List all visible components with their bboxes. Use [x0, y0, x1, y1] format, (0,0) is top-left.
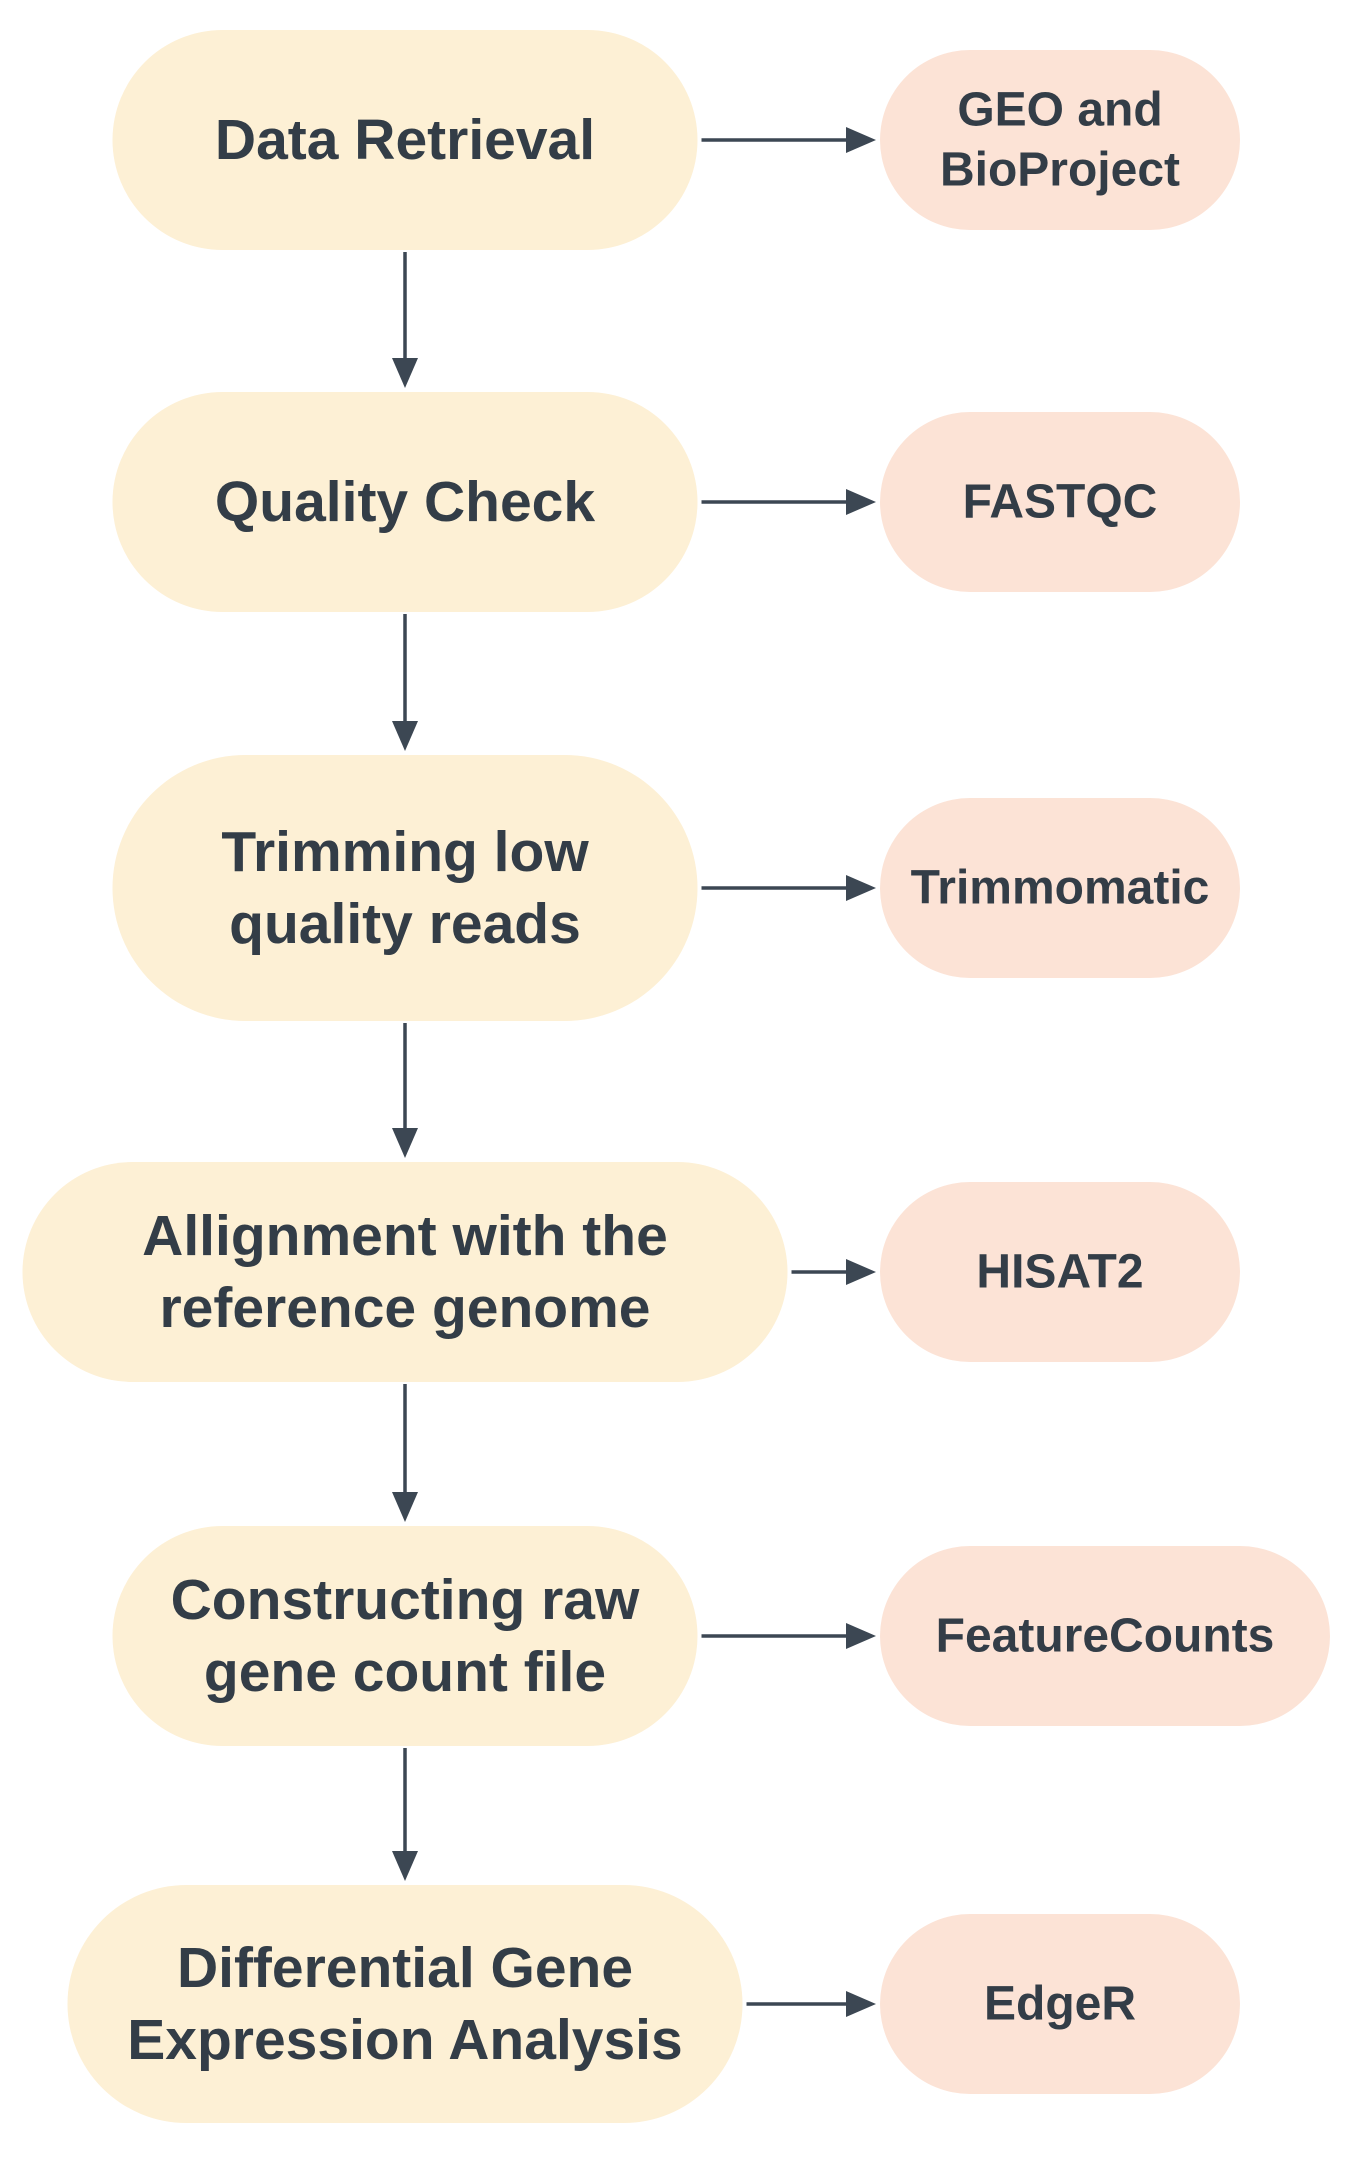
- tool-node: [880, 798, 1240, 978]
- tool-label-line: Trimmomatic: [911, 862, 1210, 915]
- tool-label-line: GEO and: [957, 84, 1162, 137]
- step-label-line: Data Retrieval: [215, 108, 595, 172]
- step-node: [67, 1885, 743, 2123]
- tool-label: FeatureCounts: [936, 1610, 1275, 1663]
- tool-arrowhead-icon: [846, 127, 876, 153]
- step-node: [112, 1526, 698, 1746]
- step-label-line: Differential Gene: [177, 1936, 633, 2000]
- step-label: Constructing raw gene count file: [171, 1568, 640, 1704]
- step-label-line: Trimming low: [221, 820, 589, 884]
- tool-label-line: FeatureCounts: [936, 1610, 1275, 1663]
- tool-node: [880, 1546, 1330, 1726]
- step-label: Allignment with the reference genome: [142, 1204, 668, 1340]
- flow-arrowhead-icon: [392, 1128, 418, 1158]
- pipeline-step: Constructing raw gene count file FeatureCo…: [112, 1526, 1330, 1746]
- step-node: [22, 1162, 788, 1382]
- tool-node: [880, 1914, 1240, 2094]
- pipeline-step: Allignment with the reference genome HISAT…: [22, 1162, 1240, 1382]
- tool-node: [880, 1182, 1240, 1362]
- pipeline-step: Trimming low quality reads Trimmomatic: [112, 755, 1240, 1021]
- tool-arrowhead-icon: [846, 489, 876, 515]
- step-label-line: reference genome: [159, 1276, 650, 1340]
- step-label-line: gene count file: [204, 1640, 606, 1704]
- tool-arrowhead-icon: [846, 1991, 876, 2017]
- step-label: Quality Check: [215, 470, 595, 534]
- flow-arrowhead-icon: [392, 358, 418, 388]
- tool-label-line: FASTQC: [963, 476, 1158, 529]
- step-node: [112, 755, 698, 1021]
- tool-label: FASTQC: [963, 476, 1158, 529]
- tool-arrowhead-icon: [846, 1259, 876, 1285]
- step-label-line: Allignment with the: [142, 1204, 668, 1268]
- tool-label-line: HISAT2: [976, 1246, 1143, 1299]
- tool-label: Trimmomatic: [911, 862, 1210, 915]
- tool-arrowhead-icon: [846, 1623, 876, 1649]
- tool-label: HISAT2: [976, 1246, 1143, 1299]
- pipeline-step: Quality Check FASTQC: [112, 392, 1240, 612]
- tool-arrowhead-icon: [846, 875, 876, 901]
- step-label-line: Constructing raw: [171, 1568, 640, 1632]
- step-node: [112, 30, 698, 250]
- tool-label-line: BioProject: [940, 144, 1180, 197]
- tool-label: EdgeR: [984, 1978, 1136, 2031]
- tool-node: [880, 50, 1240, 230]
- tool-label-line: EdgeR: [984, 1978, 1136, 2031]
- step-label-line: Quality Check: [215, 470, 595, 534]
- flow-arrowhead-icon: [392, 1851, 418, 1881]
- step-node: [112, 392, 698, 612]
- tool-node: [880, 412, 1240, 592]
- step-label-line: quality reads: [229, 892, 581, 956]
- step-label: Trimming low quality reads: [221, 820, 589, 956]
- step-label-line: Expression Analysis: [127, 2008, 682, 2072]
- flow-arrowhead-icon: [392, 1492, 418, 1522]
- flow-arrowhead-icon: [392, 721, 418, 751]
- step-label: Data Retrieval: [215, 108, 595, 172]
